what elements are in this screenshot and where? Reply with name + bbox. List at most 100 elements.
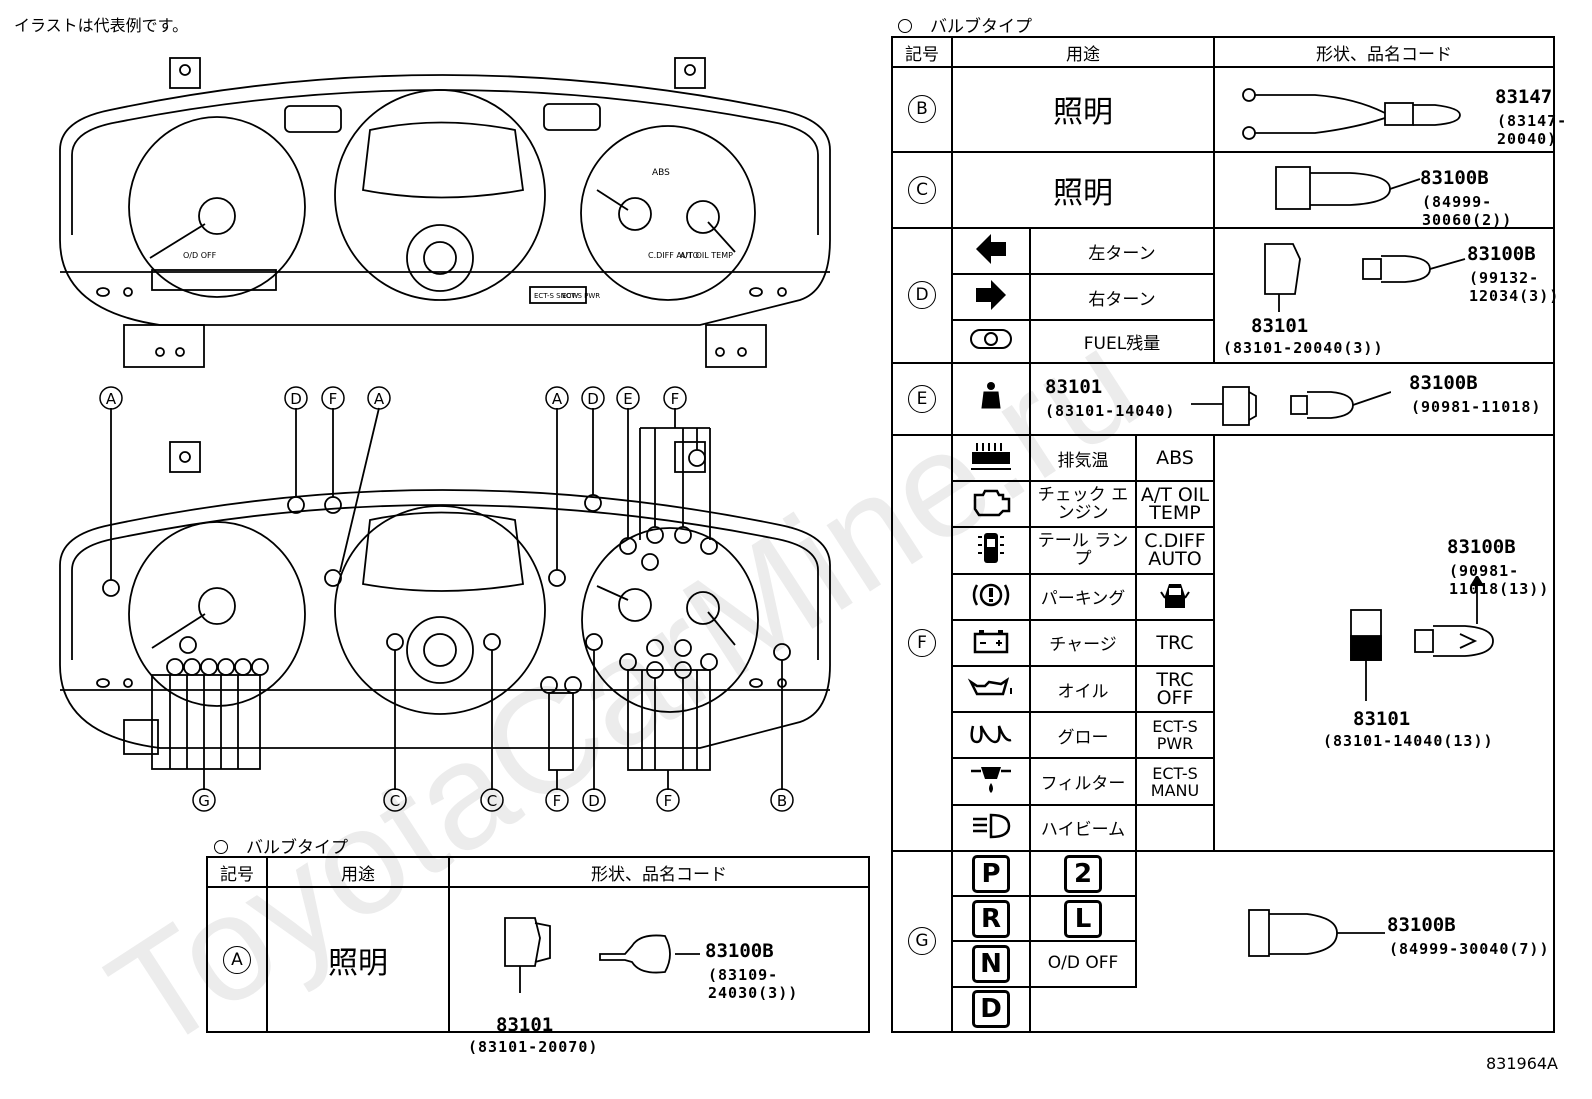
check-engine-icon	[973, 490, 1011, 517]
door-open-icon	[1160, 583, 1190, 608]
socket-bulb-icon	[1264, 243, 1466, 312]
oil-icon	[967, 677, 1012, 696]
item-parking: パーキング	[1029, 572, 1137, 621]
cluster-diagram: ABS C.DIFF AUTO A/T OIL TEMP ECT-S SNOW …	[59, 57, 831, 812]
high-beam-icon	[973, 813, 1011, 839]
svg-text:F: F	[664, 792, 673, 810]
parking-brake-icon	[972, 583, 1010, 606]
callout-A: A	[545, 386, 569, 410]
code-ect-s-pwr: ECT-S PWR	[1135, 711, 1215, 760]
gauge-label: C.DIFF AUTO	[648, 251, 699, 260]
gauge-label: ECT-S PWR	[562, 292, 600, 300]
header-use: 用途	[951, 35, 1215, 69]
socket-number: 83101	[496, 1014, 554, 1036]
header-code: 記号	[891, 35, 953, 69]
socket-code: (83101-20040(3))	[1223, 338, 1384, 357]
svg-text:A: A	[374, 390, 385, 408]
header-shape: 形状、品名コード	[448, 856, 870, 888]
bulb-code: (99132-12034(3))	[1469, 268, 1560, 305]
header-shape: 形状、品名コード	[1213, 35, 1555, 69]
svg-text:G: G	[198, 792, 210, 810]
shift-l: L	[1064, 899, 1102, 938]
fuel-lamp-icon	[970, 329, 1012, 350]
callout-A: A	[367, 386, 391, 410]
gauge-label: O/D OFF	[183, 251, 217, 260]
use-lighting: 照明	[266, 886, 450, 1033]
socket-number: 83101	[1045, 375, 1103, 398]
svg-text:D: D	[587, 390, 599, 408]
shift-n: N	[972, 944, 1010, 983]
callout-D: D	[581, 386, 605, 410]
left-turn-icon	[976, 234, 1006, 265]
svg-text:A: A	[106, 390, 117, 408]
bulb-number: 83100B	[1467, 242, 1536, 265]
shift-r: R	[972, 899, 1010, 938]
shift-p: P	[972, 854, 1010, 893]
code-ect-s-manu: ECT-S MANU	[1135, 757, 1215, 806]
socket-code: (83101-20070)	[468, 1038, 599, 1056]
code-trc: TRC	[1135, 618, 1215, 668]
part-code: (84999-30060(2))	[1422, 192, 1513, 229]
shift-2: 2	[1064, 854, 1102, 893]
bulb-number: 83100B	[705, 940, 774, 962]
left-bulb-table: 記号 用途 形状、品名コード A 照明 83100B (83109-24030(…	[206, 856, 870, 1056]
item-filter: フィルター	[1029, 757, 1137, 806]
part-code: (84999-30040(7))	[1389, 939, 1550, 958]
wedge-bulb-icon	[1275, 165, 1421, 210]
shift-d: D	[972, 990, 1010, 1029]
seatbelt-icon	[981, 381, 1001, 409]
gauge-label: A/T OIL TEMP	[680, 251, 733, 260]
part-number: 83147	[1495, 86, 1553, 109]
callout-C: C	[480, 788, 504, 812]
od-off: O/D OFF	[1029, 940, 1137, 988]
svg-text:F: F	[553, 792, 562, 810]
svg-text:B: B	[777, 792, 787, 810]
callout-F: F	[656, 788, 680, 812]
socket-code: (83101-14040)	[1045, 401, 1176, 420]
header-code: 記号	[206, 856, 268, 888]
figure-id: 831964A	[1485, 1054, 1558, 1073]
code-abs: ABS	[1135, 433, 1215, 483]
use-lighting: 照明	[951, 150, 1215, 229]
code-at-oil-temp: A/T OIL TEMP	[1135, 480, 1215, 529]
use-lighting: 照明	[951, 66, 1215, 153]
code-F: F	[908, 628, 936, 657]
svg-text:C: C	[390, 792, 400, 810]
svg-text:C: C	[487, 792, 497, 810]
code-c-diff-auto: C.DIFF AUTO	[1135, 526, 1215, 575]
right-table-title: バルブタイプ	[898, 12, 1032, 37]
svg-text:D: D	[588, 792, 600, 810]
callout-B: B	[770, 788, 794, 812]
callout-D: D	[582, 788, 606, 812]
bulb-number: 83100B	[1447, 535, 1516, 558]
callout-C: C	[383, 788, 407, 812]
callout-F: F	[321, 386, 345, 410]
code-C: C	[908, 175, 936, 204]
illustration-note: イラストは代表例です。	[14, 16, 189, 35]
socket-number: 83101	[1251, 314, 1309, 337]
callout-A: A	[99, 386, 123, 410]
code-G: G	[908, 927, 936, 956]
header-use: 用途	[266, 856, 450, 888]
bulb-code: (83109-24030(3))	[708, 966, 799, 1002]
callout-F: F	[545, 788, 569, 812]
part-code: (83147-20040)	[1497, 112, 1568, 149]
charge-icon	[973, 629, 1009, 654]
gauge-label: ECT-S SNOW	[534, 292, 578, 300]
gauge-label: ABS	[652, 168, 670, 178]
socket-bulb-icon	[504, 917, 700, 993]
item-high-beam: ハイビーム	[1029, 803, 1137, 852]
socket-bulb-icon	[1350, 575, 1494, 701]
filter-icon	[971, 766, 1011, 793]
part-number: 83100B	[1420, 166, 1489, 189]
right-turn-icon	[976, 280, 1006, 311]
code-D: D	[908, 281, 936, 310]
item-glow: グロー	[1029, 711, 1137, 760]
svg-text:E: E	[623, 390, 632, 408]
svg-text:D: D	[290, 390, 302, 408]
tail-lamp-icon	[978, 533, 1004, 564]
exhaust-temp-icon	[971, 443, 1011, 471]
socket-code: (83101-14040(13))	[1323, 731, 1494, 750]
bulb-number: 83100B	[1409, 371, 1478, 394]
socket-bulb-icon	[1191, 385, 1391, 426]
